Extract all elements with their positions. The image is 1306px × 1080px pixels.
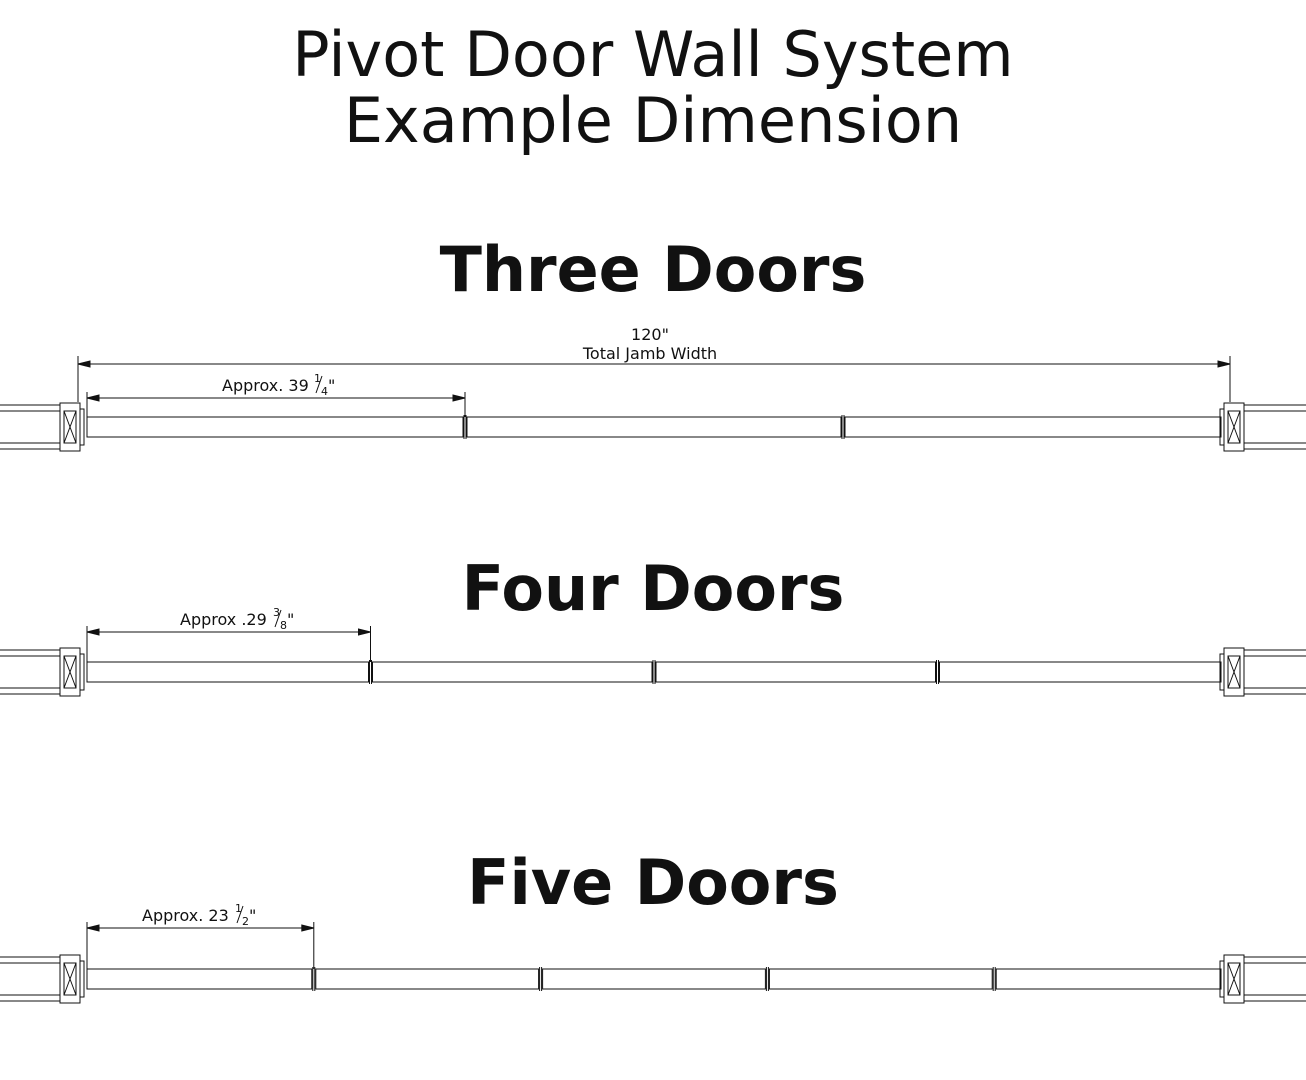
arrowhead <box>86 628 100 636</box>
inch-mark: " <box>328 376 335 395</box>
heading-four-doors: Four Doors <box>461 552 845 625</box>
fraction-denominator: 4 <box>321 385 328 398</box>
jamb-right <box>1219 402 1306 452</box>
door-panel <box>372 661 653 683</box>
jamb-left <box>0 402 85 452</box>
panel-dimension-label-four: Approx .29 3 8 " <box>180 606 294 632</box>
jamb-left <box>0 954 85 1004</box>
heading-three-doors: Three Doors <box>439 233 867 306</box>
total-jamb-width-label: Total Jamb Width <box>582 344 717 363</box>
panel-dimension-line <box>86 922 315 969</box>
fraction-denominator: 8 <box>280 619 287 632</box>
door-panel <box>939 661 1222 683</box>
panel-dimension-line <box>86 392 466 417</box>
door-row-4 <box>0 647 1306 697</box>
arrowhead <box>452 394 466 402</box>
panel-dimension-line <box>86 626 371 662</box>
arrowhead <box>358 628 371 636</box>
door-row-3 <box>0 402 1306 452</box>
fraction-numerator: 1 <box>235 902 242 915</box>
jamb-left <box>0 647 85 697</box>
door-panel <box>86 968 313 990</box>
page-title-line-2: Example Dimension <box>343 84 963 157</box>
panel-dimension-prefix: Approx. 23 <box>142 906 229 925</box>
door-panel <box>844 416 1222 438</box>
panel-dimension-prefix: Approx. 39 <box>222 376 309 395</box>
jamb-right <box>1219 954 1306 1004</box>
panel-dimension-label-five: Approx. 23 1 2 " <box>142 902 256 928</box>
door-panel <box>86 416 464 438</box>
door-panel <box>768 968 993 990</box>
door-row-5 <box>0 954 1306 1004</box>
door-panel <box>86 661 369 683</box>
total-jamb-width-dimension <box>77 356 1231 402</box>
fraction-numerator: 3 <box>273 606 280 619</box>
panel-dimension-label-three: Approx. 39 1 4 " <box>222 372 335 398</box>
fraction-numerator: 1 <box>314 372 321 385</box>
fraction-denominator: 2 <box>242 915 249 928</box>
arrowhead <box>301 924 314 932</box>
door-panel <box>466 416 842 438</box>
door-panel <box>542 968 766 990</box>
jamb-right <box>1219 647 1306 697</box>
inch-mark: " <box>249 906 256 925</box>
total-jamb-width-value: 120" <box>631 325 669 344</box>
arrowhead <box>86 924 100 932</box>
page-title-line-1: Pivot Door Wall System <box>292 18 1014 91</box>
panel-dimension-prefix: Approx .29 <box>180 610 267 629</box>
heading-five-doors: Five Doors <box>467 846 839 919</box>
door-panel <box>655 661 936 683</box>
door-panel <box>315 968 540 990</box>
door-panel <box>995 968 1222 990</box>
arrowhead <box>86 394 100 402</box>
inch-mark: " <box>287 610 294 629</box>
